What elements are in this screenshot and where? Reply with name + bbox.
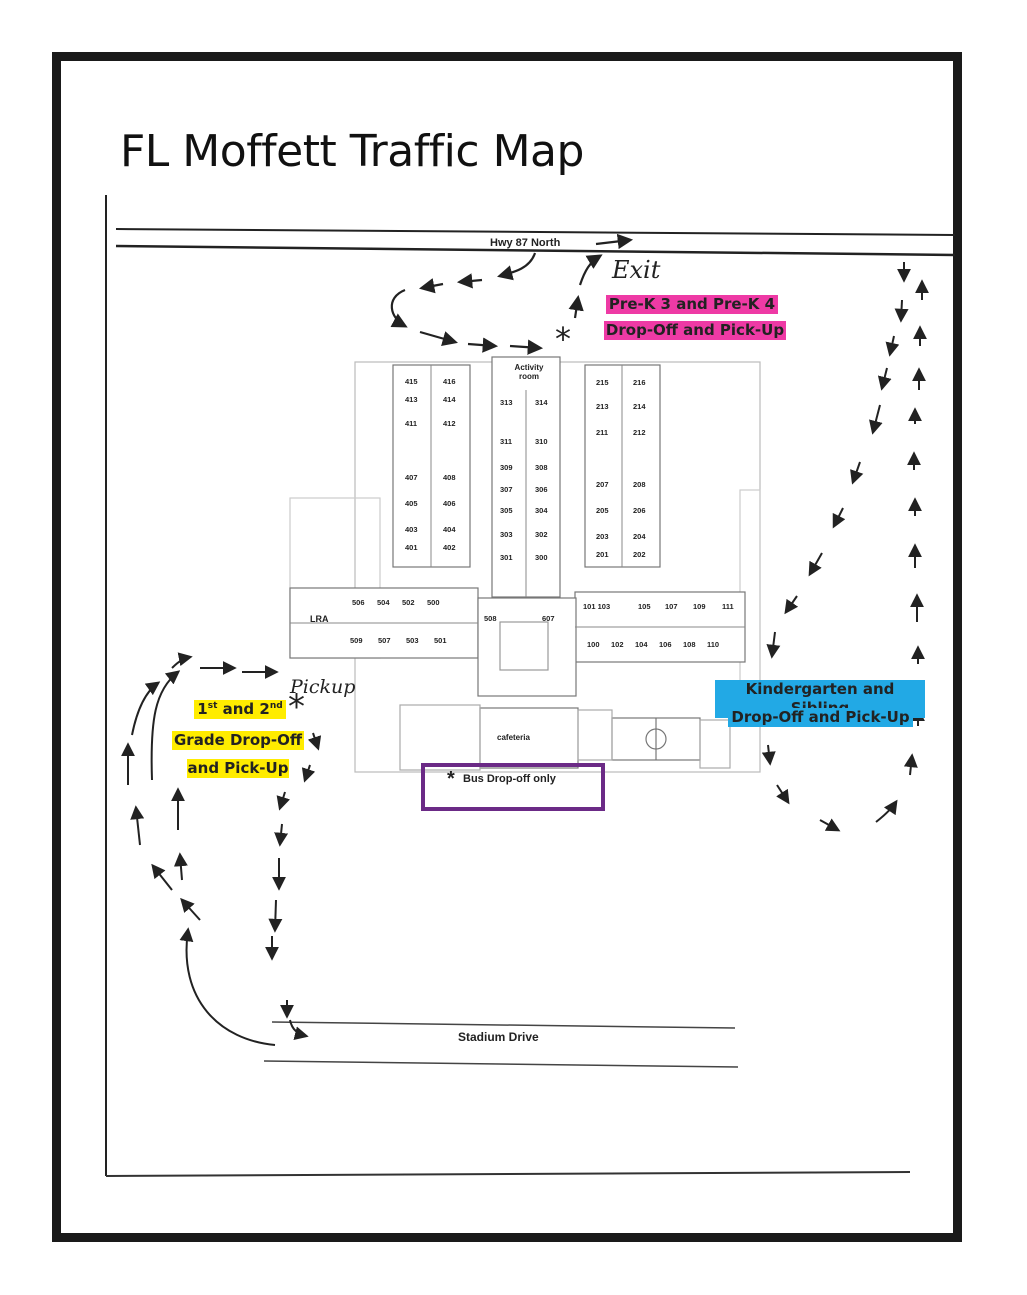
bus-dropoff-box (421, 763, 605, 811)
room-number: 302 (535, 530, 548, 539)
room-number: 215 (596, 378, 609, 387)
grade-route (121, 652, 322, 1046)
room-number: 111 (722, 602, 734, 611)
room-number: 102 (611, 640, 624, 649)
room-number: 306 (535, 485, 548, 494)
map-bottom-border (105, 1171, 911, 1177)
lra-label: LRA (310, 614, 329, 624)
room-number: 208 (633, 480, 646, 489)
room-number: 110 (707, 640, 720, 649)
room-number: 403 (405, 525, 418, 534)
bus-star-icon: * (447, 768, 455, 790)
room-number: 101 103 (583, 602, 611, 611)
room-number: 307 (500, 485, 513, 494)
grade-label-line2: Grade Drop-Off (172, 731, 304, 751)
room-number: 415 (405, 377, 418, 386)
room-number: 303 (500, 530, 513, 539)
room-number: 407 (405, 473, 418, 482)
room-number: 408 (443, 473, 456, 482)
room-number: 405 (405, 499, 418, 508)
hwy-87-road (115, 228, 956, 257)
room-number: 205 (596, 506, 609, 515)
kindergarten-route (761, 262, 929, 832)
stadium-drive-road (263, 1021, 739, 1068)
school-building (289, 356, 761, 773)
room-number: 412 (443, 419, 456, 428)
room-number: 201 (596, 550, 609, 559)
room-number: 502 (402, 598, 415, 607)
room-number: 105 (638, 602, 651, 611)
room-number: 406 (443, 499, 456, 508)
room-number: 212 (633, 428, 646, 437)
room-number: 500 (427, 598, 440, 607)
room-number: 509 (350, 636, 363, 645)
room-number: 414 (443, 395, 456, 404)
room-number: 313 (500, 398, 513, 407)
room-number: 109 (693, 602, 706, 611)
room-number: 416 (443, 377, 456, 386)
room-number: 304 (535, 506, 548, 515)
building-center (477, 597, 577, 697)
exit-label: Exit (612, 256, 661, 284)
room-number: 508 (484, 614, 497, 623)
room-number: 300 (535, 553, 548, 562)
room-dividers (290, 365, 745, 628)
stadium-drive-label: Stadium Drive (458, 1030, 539, 1044)
pickup-label: Pickup (290, 676, 356, 698)
grade-label-line1: 1st and 2nd (194, 700, 286, 720)
bus-dropoff-label: Bus Drop-off only (463, 773, 556, 785)
room-number: 411 (405, 419, 418, 428)
room-number: 503 (406, 636, 419, 645)
room-number: 202 (633, 550, 646, 559)
grade-star-icon: * (288, 687, 305, 727)
hwy-87-label: Hwy 87 North (490, 237, 561, 249)
room-number: 309 (500, 463, 513, 472)
room-number: 204 (633, 532, 646, 541)
room-number: 308 (535, 463, 548, 472)
room-number: 216 (633, 378, 646, 387)
room-number: 104 (635, 640, 648, 649)
room-number: 301 (500, 553, 513, 562)
room-number: 213 (596, 402, 609, 411)
room-number: 108 (683, 640, 696, 649)
prek-label-line2: Drop-Off and Pick-Up (604, 321, 786, 341)
room-number: 214 (633, 402, 646, 411)
room-number: 314 (535, 398, 548, 407)
room-number: 106 (659, 640, 672, 649)
prek-route (390, 233, 634, 355)
room-number: 506 (352, 598, 365, 607)
room-number: 501 (434, 636, 447, 645)
cafeteria-label: cafeteria (497, 733, 530, 742)
activity-room-label: Activity room (514, 363, 544, 381)
room-number: 507 (378, 636, 391, 645)
room-number: 203 (596, 532, 609, 541)
prek-label-line1: Pre-K 3 and Pre-K 4 (606, 295, 778, 315)
room-number: 100 (587, 640, 600, 649)
room-number: 305 (500, 506, 513, 515)
room-number: 310 (535, 437, 548, 446)
room-number: 404 (443, 525, 456, 534)
room-number: 413 (405, 395, 418, 404)
room-number: 107 (665, 602, 678, 611)
page-title: FL Moffett Traffic Map (120, 126, 584, 177)
kinder-label-line2: Drop-Off and Pick-Up (728, 708, 913, 728)
room-number: 402 (443, 543, 456, 552)
room-number: 607 (542, 614, 555, 623)
prek-star-icon: * (555, 320, 571, 358)
room-number: 311 (500, 437, 513, 446)
room-number: 207 (596, 480, 609, 489)
room-number: 206 (633, 506, 646, 515)
room-number: 401 (405, 543, 418, 552)
room-number: 504 (377, 598, 390, 607)
room-number: 211 (596, 428, 609, 437)
grade-label-line3: and Pick-Up (187, 759, 289, 779)
